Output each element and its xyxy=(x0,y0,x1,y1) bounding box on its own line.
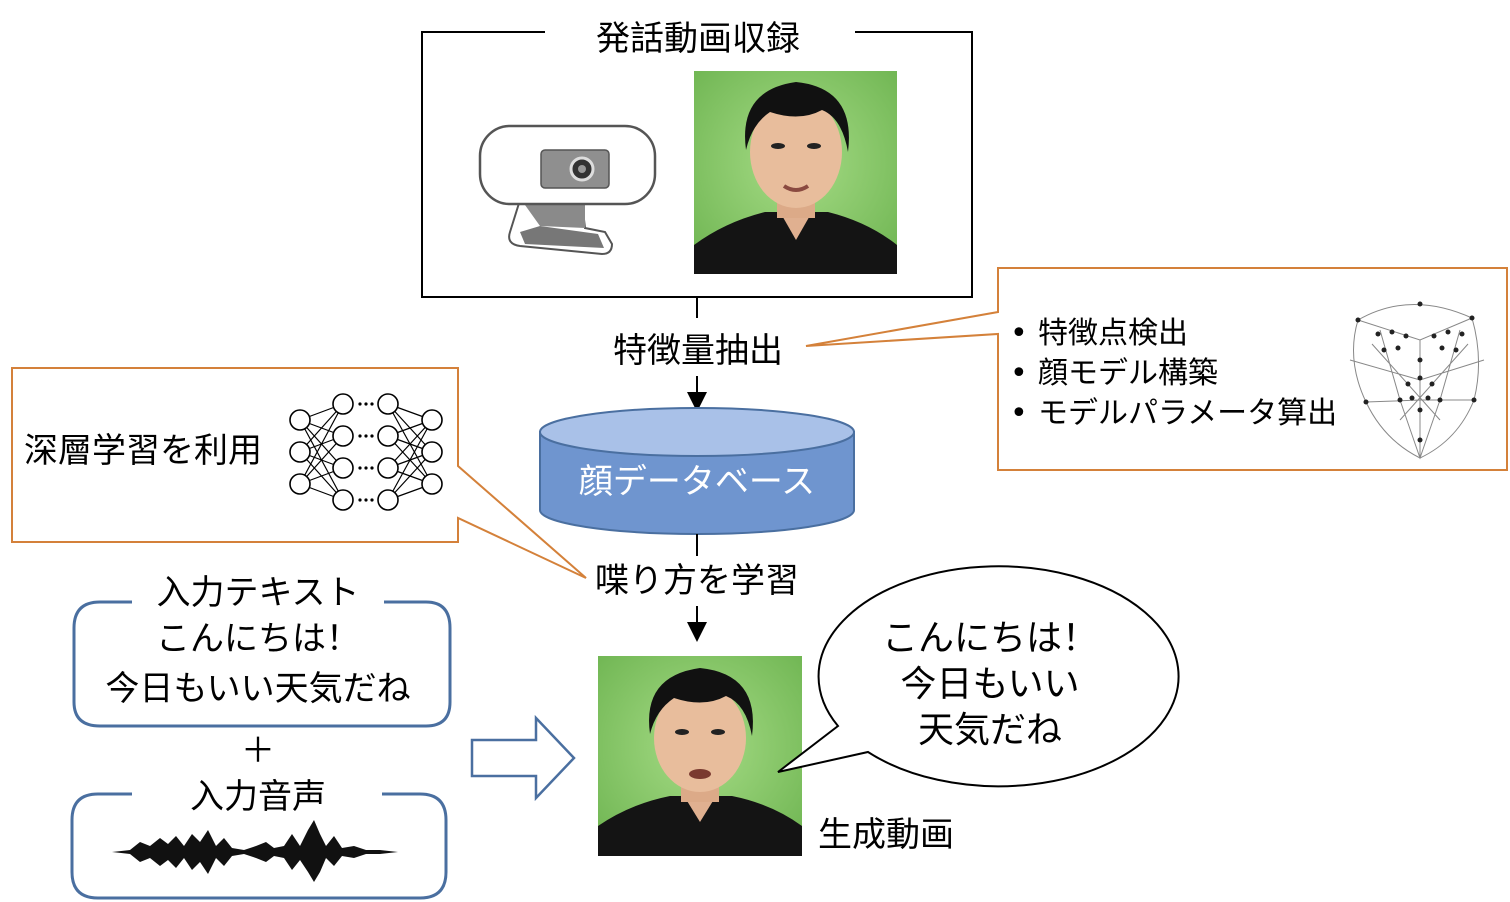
input-text-line-1: こんにちは！ xyxy=(156,619,360,659)
speech-line-3: 天気だね xyxy=(918,710,1062,751)
speech-bubble: こんにちは！ 今日もいい 天気だね xyxy=(777,565,1180,788)
step-bullet-1: • xyxy=(1010,316,1028,351)
generated-video-frame xyxy=(598,656,802,856)
step-face-model: 顔モデル構築 xyxy=(1038,356,1218,391)
audio-waveform-icon xyxy=(112,820,398,882)
recording-box: 発話動画収録 xyxy=(421,19,973,298)
input-audio-box: 入力音声 xyxy=(70,777,448,900)
generated-video-label: 生成動画 xyxy=(818,815,954,855)
webcam-icon xyxy=(478,124,657,256)
feature-steps-callout: • 特徴点検出 • 顔モデル構築 • モデルパラメータ算出 xyxy=(805,267,1508,471)
input-text-line-2: 今日もいい天気だね xyxy=(105,669,410,709)
deep-learning-callout: 深層学習を利用 xyxy=(11,367,587,579)
step-bullet-3: • xyxy=(1010,396,1028,431)
recording-title: 発話動画収録 xyxy=(596,19,800,59)
plus-sign: ＋ xyxy=(241,731,275,771)
feature-extraction-label: 特徴量抽出 xyxy=(613,331,783,371)
input-text-box: 入力テキスト こんにちは！ 今日もいい天気だね xyxy=(72,573,452,728)
face-mesh-icon xyxy=(1349,301,1485,460)
input-text-title: 入力テキスト xyxy=(157,573,360,613)
face-database: 顔データベース xyxy=(539,407,855,535)
neural-network-icon xyxy=(289,393,443,511)
learning-label: 喋り方を学習 xyxy=(595,561,799,601)
step-bullet-2: • xyxy=(1010,356,1028,391)
step-model-params: モデルパラメータ算出 xyxy=(1038,396,1337,431)
database-label: 顔データベース xyxy=(579,462,815,502)
recorded-face-photo xyxy=(694,71,897,274)
speech-line-2: 今日もいい xyxy=(900,664,1079,705)
deep-learning-label: 深層学習を利用 xyxy=(24,431,262,471)
speech-line-1: こんにちは！ xyxy=(882,618,1098,659)
input-to-output-arrow xyxy=(470,714,576,802)
input-audio-title: 入力音声 xyxy=(190,777,326,817)
step-feature-points: 特徴点検出 xyxy=(1038,316,1188,351)
